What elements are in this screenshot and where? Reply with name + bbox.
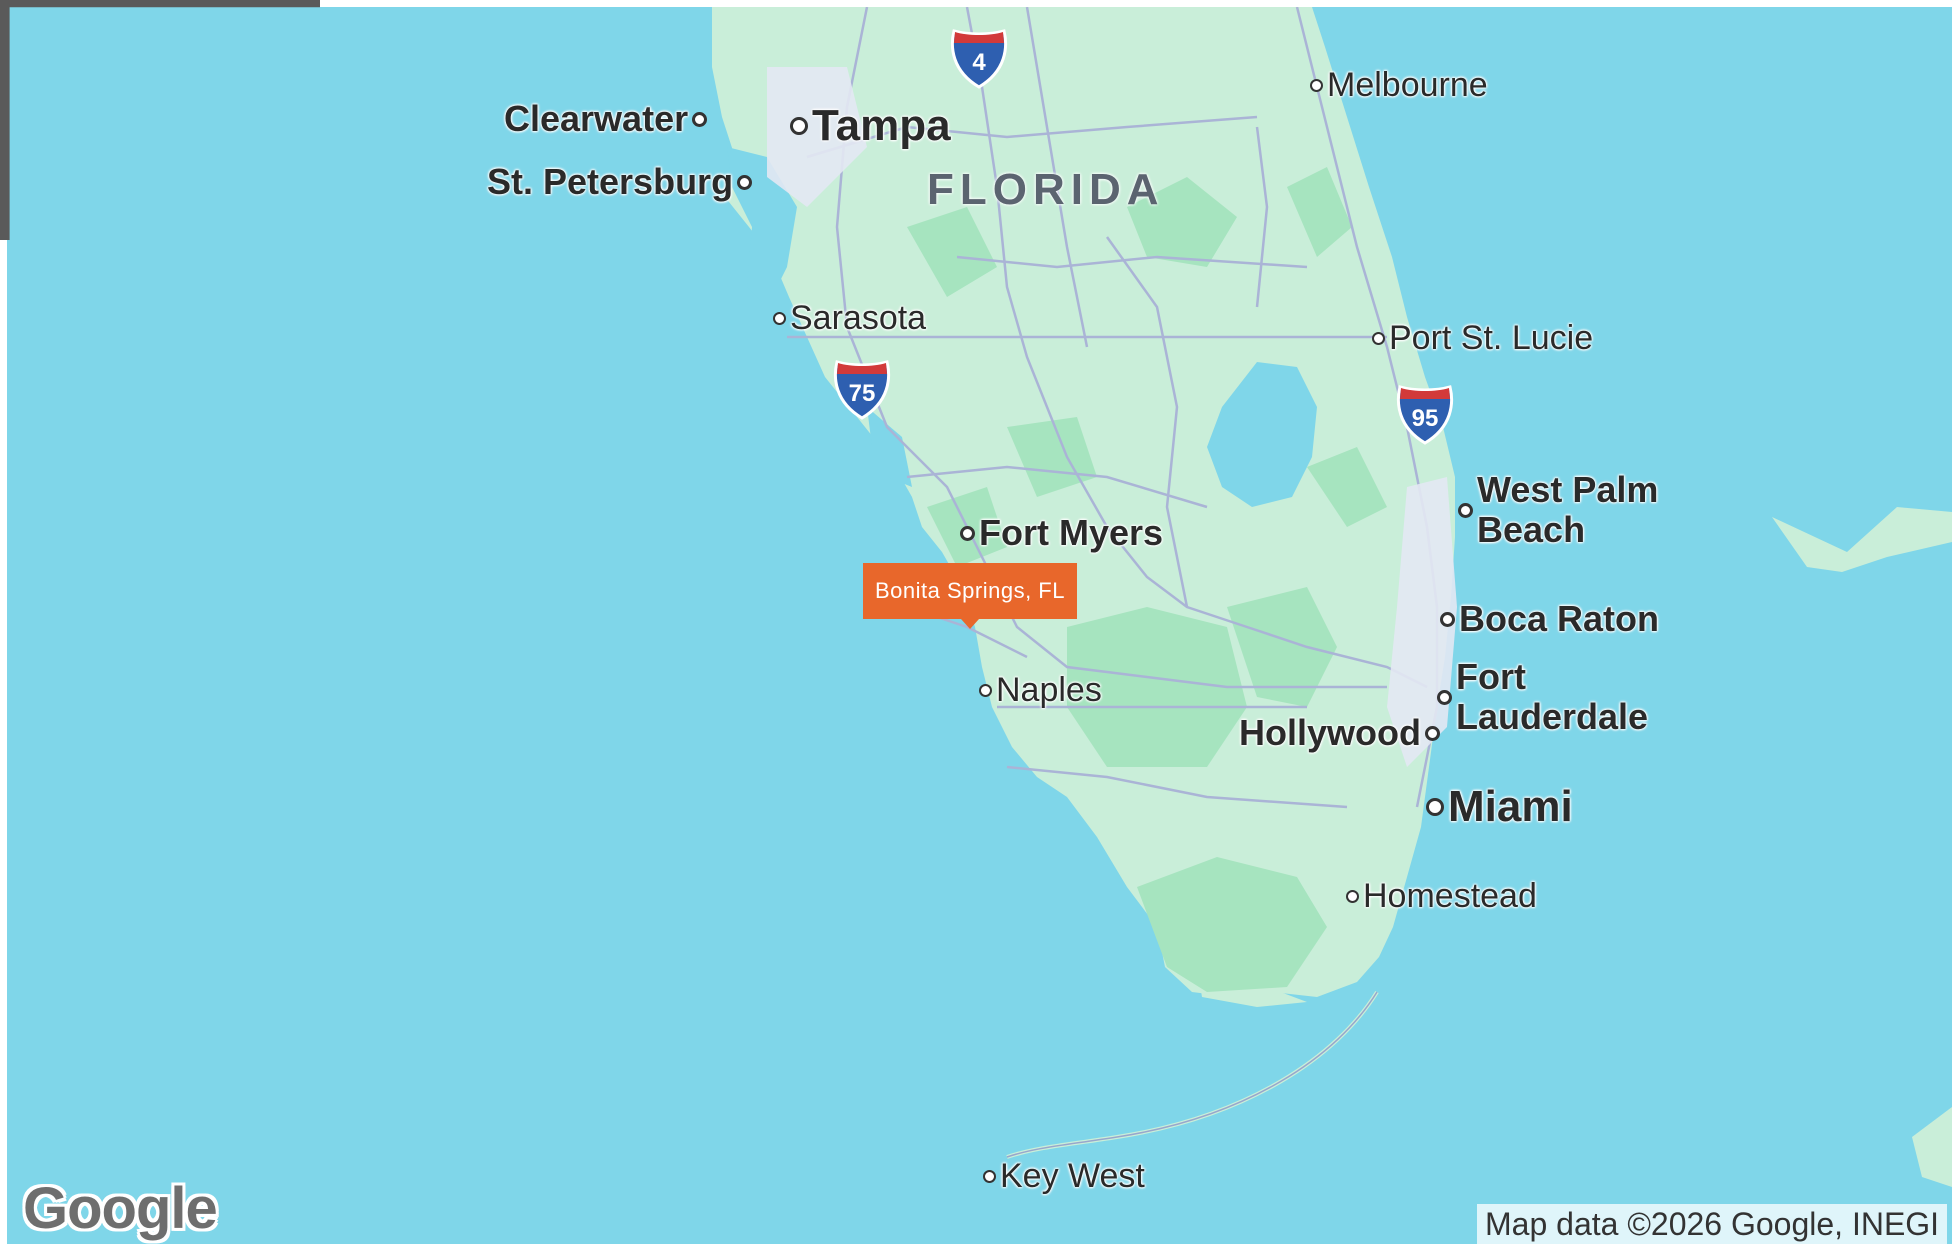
city-label: Hollywood (1239, 712, 1421, 753)
city-label: St. Petersburg (487, 161, 734, 202)
city-dot (1346, 889, 1359, 903)
city-west-palm-beach[interactable]: West Palm Beach (1458, 472, 1658, 548)
city-dot (979, 683, 992, 697)
city-st-petersburg[interactable]: St. Petersburg (487, 161, 753, 202)
city-label: Tampa (812, 101, 951, 150)
city-dot (1372, 331, 1385, 345)
city-label: Melbourne (1327, 66, 1488, 104)
interstate-75-shield-icon: 75 (833, 358, 891, 420)
map-base (7, 7, 1952, 1244)
city-label: Fort Myers (979, 512, 1164, 553)
city-dot (1310, 78, 1323, 92)
google-logo[interactable]: Google (23, 1176, 218, 1241)
city-dot (790, 117, 808, 135)
city-homestead[interactable]: Homestead (1346, 879, 1537, 913)
map-attribution[interactable]: Map data ©2026 Google, INEGI (1477, 1204, 1948, 1244)
city-label: Miami (1448, 782, 1573, 831)
city-label: Boca Raton (1459, 598, 1660, 639)
city-port-st-lucie[interactable]: Port St. Lucie (1372, 321, 1593, 355)
city-dot (692, 111, 708, 127)
city-label: Sarasota (790, 299, 927, 337)
city-miami[interactable]: Miami (1426, 785, 1573, 829)
city-label: Key West (1000, 1157, 1145, 1195)
city-dot (983, 1169, 996, 1183)
city-fort-myers[interactable]: Fort Myers (960, 515, 1163, 551)
city-dot (1437, 689, 1452, 705)
city-boca-raton[interactable]: Boca Raton (1440, 601, 1659, 637)
lake-okeechobee (1207, 362, 1317, 507)
city-key-west[interactable]: Key West (983, 1159, 1145, 1193)
city-fort-lauderdale[interactable]: Fort Lauderdale (1437, 659, 1648, 735)
city-label-line2: Lauderdale (1456, 696, 1649, 737)
city-clearwater[interactable]: Clearwater (504, 98, 708, 139)
city-dot (1426, 798, 1444, 816)
location-marker[interactable]: Bonita Springs, FL (863, 563, 1077, 629)
state-label: FLORIDA (927, 165, 1165, 214)
city-label: Port St. Lucie (1389, 319, 1594, 357)
city-label-line1: West Palm (1477, 469, 1659, 510)
city-dot (1440, 611, 1455, 627)
interstate-95-shield-icon: 95 (1396, 383, 1454, 445)
city-dot (1458, 502, 1473, 518)
city-label-line1: Fort (1456, 656, 1526, 697)
city-label: Naples (996, 671, 1102, 709)
city-dot (960, 525, 975, 541)
city-hollywood[interactable]: Hollywood (1239, 715, 1440, 751)
city-tampa[interactable]: Tampa (790, 104, 951, 148)
city-dot (1425, 725, 1440, 741)
city-dot (737, 174, 753, 190)
city-naples[interactable]: Naples (979, 673, 1102, 707)
city-label: Clearwater (504, 98, 689, 139)
park-areas (907, 167, 1387, 992)
city-sarasota[interactable]: Sarasota (773, 301, 926, 335)
city-dot (773, 311, 786, 325)
city-label: Homestead (1363, 877, 1537, 915)
city-label-line2: Beach (1477, 509, 1586, 550)
city-melbourne[interactable]: Melbourne (1310, 68, 1488, 102)
florida-land (712, 7, 1455, 997)
interstate-4-shield-icon: 4 (950, 27, 1008, 89)
map-canvas[interactable]: FLORIDA Clearwater Tampa St. Petersburg … (7, 7, 1952, 1244)
